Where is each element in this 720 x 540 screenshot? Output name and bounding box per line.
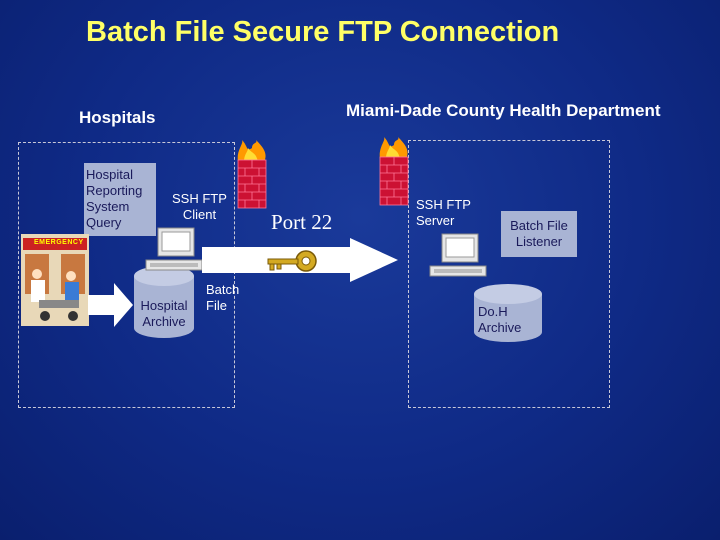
hospital-archive-label: Hospital Archive xyxy=(140,298,188,329)
emergency-room-illustration xyxy=(21,234,89,326)
server-computer-icon xyxy=(429,233,487,277)
right-firewall-icon xyxy=(379,137,409,206)
left-firewall-icon xyxy=(237,140,267,209)
hospitals-zone xyxy=(18,142,235,408)
key-icon xyxy=(267,250,317,272)
hospitals-heading: Hospitals xyxy=(79,108,156,127)
health-department-heading: Miami-Dade County Health Department xyxy=(346,101,661,120)
emergency-sign: EMERGENCY xyxy=(34,239,84,246)
ssh-ftp-client-label: SSH FTP Client xyxy=(172,191,227,222)
batch-file-listener-box: Batch File Listener xyxy=(501,211,577,257)
doh-archive-cylinder xyxy=(474,284,542,342)
port-22-label: Port 22 xyxy=(271,210,333,234)
scene-to-archive-arrow xyxy=(88,283,133,327)
health-department-zone xyxy=(408,140,610,408)
batch-file-label: Batch File xyxy=(206,282,240,313)
client-computer-icon xyxy=(145,227,203,271)
slide-title: Batch File Secure FTP Connection xyxy=(86,16,560,48)
hospital-archive-cylinder xyxy=(134,266,194,338)
hospital-reporting-query-box: Hospital Reporting System Query xyxy=(84,163,156,236)
ssh-ftp-server-label: SSH FTP Server xyxy=(416,197,471,228)
doh-archive-label: Do.H Archive xyxy=(478,304,522,335)
